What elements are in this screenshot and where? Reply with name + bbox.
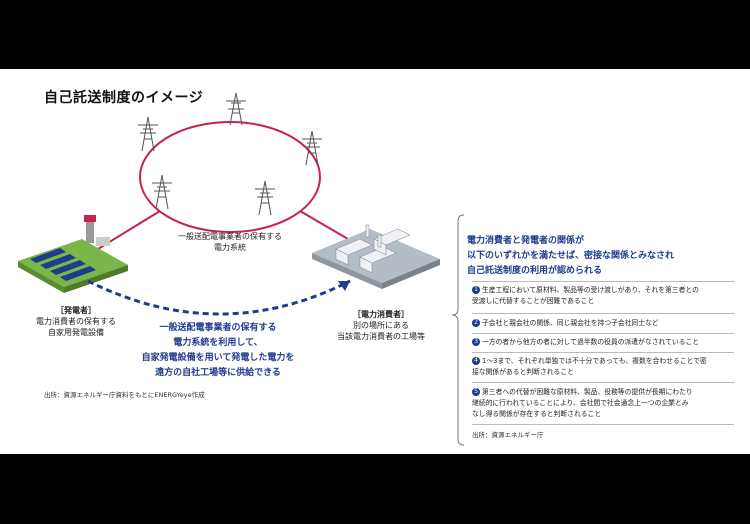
factory-icon: [335, 224, 411, 274]
transmission-tower-icon: [302, 130, 322, 166]
grid-label: 一般送配電事業者の保有する 電力系統: [178, 232, 282, 252]
divider: [472, 333, 734, 334]
diagram-graphics: [18, 92, 465, 446]
arrow-head-icon: [338, 281, 350, 291]
consumer-label: ［電力消費者］ 別の場所にある 当該電力消費者の工場等: [337, 310, 425, 341]
solar-panel-icon: [30, 248, 96, 281]
transmission-tower-icon: [226, 92, 246, 126]
diagram-canvas: 自己託送制度のイメージ 一般送配電事業者の保有する 電力系統 ［発電者］ 電力消…: [0, 69, 750, 454]
number-badge: 1: [472, 286, 480, 294]
divider: [472, 352, 734, 353]
page-title: 自己託送制度のイメージ: [44, 90, 204, 106]
transmission-tower-icon: [152, 174, 172, 210]
control-tower-icon: [84, 215, 110, 246]
transmission-tower-icon: [138, 116, 158, 152]
divider: [472, 382, 734, 383]
number-badge: 2: [472, 319, 480, 327]
number-badge: 4: [472, 357, 480, 365]
grid-ring: [139, 121, 321, 233]
transmission-tower-icon: [255, 180, 275, 216]
divider: [472, 313, 734, 314]
panel-bracket: [451, 214, 465, 446]
generator-label: ［発電者］ 電力消費者の保有する 自家用発電設備: [36, 306, 116, 337]
consumer-grid-line: [299, 210, 349, 240]
right-source: 出所：資源エネルギー庁: [472, 431, 544, 439]
flow-description: 一般送配電事業者の保有する 電力系統を利用して、 自家発電設備を用いて発電した電…: [141, 323, 295, 378]
divider: [472, 281, 734, 282]
number-badge: 5: [472, 388, 480, 396]
number-badge: 3: [472, 338, 480, 346]
left-source: 出所：資源エネルギー庁資料をもとにENERGYeye作成: [44, 391, 205, 399]
conditions-heading: 電力消費者と発電者の関係が 以下のいずれかを満たせば、密接な関係とみなされ 自己…: [467, 236, 675, 276]
divider: [472, 424, 734, 425]
